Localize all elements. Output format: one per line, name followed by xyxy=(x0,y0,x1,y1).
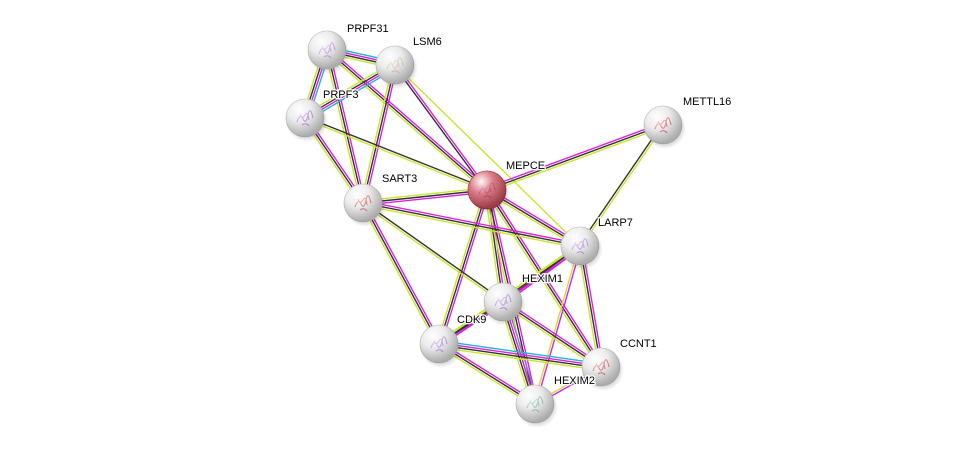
edge-mepce-mettl16[interactable] xyxy=(485,122,665,193)
node-label: CCNT1 xyxy=(620,338,657,350)
edge-evidence-textmining xyxy=(362,204,580,249)
node-mettl16[interactable]: METTL16 xyxy=(643,95,733,149)
edge-lsm6-mepce[interactable] xyxy=(393,63,489,192)
node-highlight xyxy=(420,325,458,363)
edge-evidence-textmining xyxy=(580,125,665,248)
edge-evidence-coexpression xyxy=(326,49,364,204)
node-highlight xyxy=(468,171,506,209)
node-label: HEXIM2 xyxy=(554,375,595,387)
node-label: HEXIM1 xyxy=(522,273,563,285)
edge-evidence-coexpression xyxy=(486,189,602,368)
edge-evidence-textmining xyxy=(361,203,503,304)
edge-evidence-experiments xyxy=(363,200,581,245)
node-highlight xyxy=(644,106,682,144)
node-larp7[interactable]: LARP7 xyxy=(560,216,634,270)
node-highlight xyxy=(582,348,620,386)
node-prpf31[interactable]: PRPF31 xyxy=(307,22,390,74)
node-highlight xyxy=(344,184,382,222)
edge-evidence-textmining xyxy=(436,189,486,344)
node-hexim2[interactable]: HEXIM2 xyxy=(515,374,596,428)
edge-evidence-experiments xyxy=(488,188,604,367)
edge-prpf3-mepce[interactable] xyxy=(304,116,488,192)
edge-evidence-coexpression xyxy=(438,189,488,345)
edge-prpf31-sart3[interactable] xyxy=(324,49,366,204)
edge-evidence-textmining xyxy=(360,64,394,203)
node-label: LARP7 xyxy=(598,217,633,229)
edge-evidence-textmining xyxy=(394,64,581,247)
edge-evidence-coexpression xyxy=(362,202,581,247)
node-hexim1[interactable]: HEXIM1 xyxy=(483,272,564,326)
edge-evidence-experiments xyxy=(395,63,489,190)
node-label: MEPCE xyxy=(506,160,545,172)
edge-evidence-textmining xyxy=(324,50,362,204)
edge-evidence-coexpression xyxy=(486,124,664,191)
edge-evidence-experiments xyxy=(439,342,602,367)
edge-evidence-textmining xyxy=(438,346,601,371)
node-cdk9[interactable]: CDK9 xyxy=(419,313,488,368)
node-highlight xyxy=(376,46,414,84)
edge-evidence-experiments xyxy=(364,65,398,204)
node-lsm6[interactable]: LSM6 xyxy=(375,35,443,89)
node-label: CDK9 xyxy=(457,314,486,326)
edge-evidence-textmining xyxy=(325,51,487,193)
node-highlight xyxy=(286,99,324,137)
edge-evidence-coexpression xyxy=(362,64,396,204)
node-highlight xyxy=(516,385,554,423)
edge-lsm6-sart3[interactable] xyxy=(360,64,398,204)
node-label: LSM6 xyxy=(413,36,442,48)
edge-larp7-hexim2[interactable] xyxy=(533,245,582,405)
edge-sart3-cdk9[interactable] xyxy=(360,201,442,346)
node-label: PRPF31 xyxy=(347,23,389,35)
edge-evidence-textmining xyxy=(484,190,600,369)
edge-sart3-hexim1[interactable] xyxy=(361,201,505,304)
edge-evidence-coexpression xyxy=(578,123,663,246)
node-mepce[interactable]: MEPCE xyxy=(467,159,546,214)
node-label: SART3 xyxy=(382,173,417,185)
edge-evidence-experiments xyxy=(328,49,366,203)
node-ccnt1[interactable]: CCNT1 xyxy=(581,337,658,391)
edge-prpf31-mepce[interactable] xyxy=(325,47,489,193)
edge-sart3-larp7[interactable] xyxy=(362,200,581,249)
node-sart3[interactable]: SART3 xyxy=(343,172,419,227)
edge-evidence-textmining xyxy=(487,126,665,193)
node-label: METTL16 xyxy=(683,96,731,108)
node-highlight xyxy=(308,31,346,69)
node-label: PRPF3 xyxy=(323,89,358,101)
edge-evidence-experiments xyxy=(327,47,489,189)
edge-evidence-coexpression xyxy=(305,116,488,190)
node-highlight xyxy=(561,227,599,265)
edge-lsm6-larp7[interactable] xyxy=(394,64,581,247)
edge-evidence-experiments xyxy=(440,190,490,345)
edge-mepce-cdk9[interactable] xyxy=(436,189,490,345)
edge-evidence-database xyxy=(439,340,602,365)
edge-evidence-textmining xyxy=(360,203,438,346)
edge-evidence-coexpression xyxy=(362,202,440,345)
edge-evidence-experiments xyxy=(485,122,663,189)
edge-evidence-coexpression xyxy=(363,201,505,302)
edge-evidence-coexpression xyxy=(326,49,488,191)
edge-evidence-textmining xyxy=(304,118,487,192)
edge-mepce-ccnt1[interactable] xyxy=(484,188,604,369)
edge-evidence-coexpression xyxy=(438,344,601,369)
edge-evidence-experiments xyxy=(364,201,442,344)
edge-evidence-textmining xyxy=(533,245,580,404)
node-prpf3[interactable]: PRPF3 xyxy=(285,88,360,142)
edge-evidence-experiments xyxy=(535,246,582,405)
edge-evidence-coexpression xyxy=(393,65,487,192)
node-highlight xyxy=(484,283,522,321)
edge-larp7-mettl16[interactable] xyxy=(578,123,665,248)
edge-cdk9-ccnt1[interactable] xyxy=(438,340,602,371)
